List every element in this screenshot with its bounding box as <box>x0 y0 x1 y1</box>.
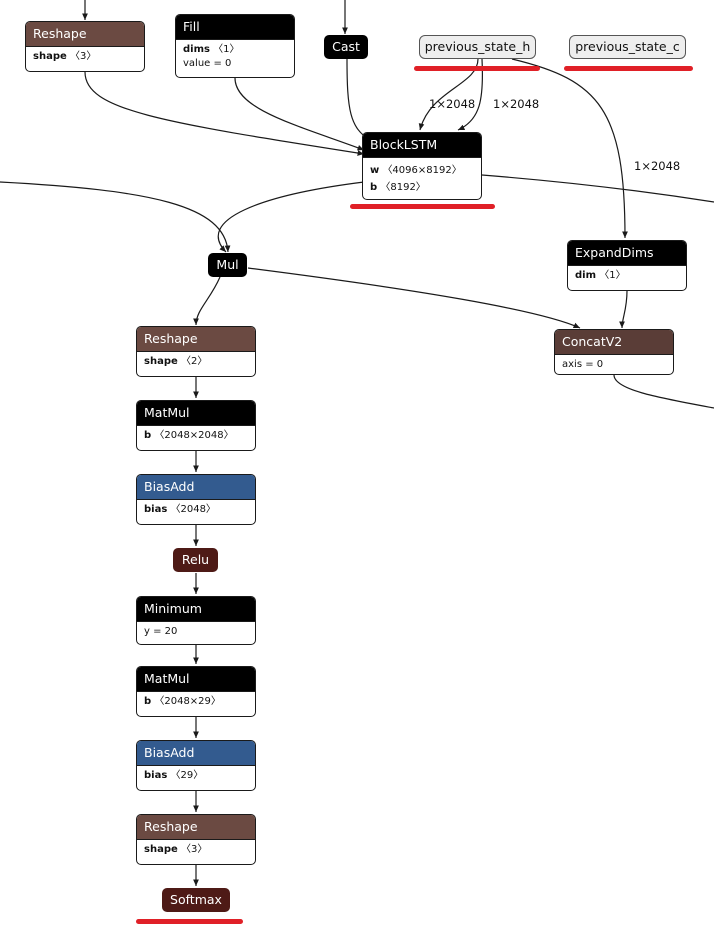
node-title: BlockLSTM <box>363 133 481 157</box>
node-title: Reshape <box>137 815 255 839</box>
reshape-node-2[interactable]: Reshape shape 〈3〉 <box>136 814 256 865</box>
node-attr: bias 〈29〉 <box>144 770 204 781</box>
node-title: BiasAdd <box>137 475 255 499</box>
matmul-node-2[interactable]: MatMul b 〈2048×29〉 <box>136 666 256 717</box>
blocklstm-node[interactable]: BlockLSTM w 〈4096×8192〉 b 〈8192〉 <box>362 132 482 200</box>
biasadd-node-1[interactable]: BiasAdd bias 〈2048〉 <box>136 474 256 525</box>
edge-concatv2-offscreen <box>613 374 714 409</box>
biasadd-node-2[interactable]: BiasAdd bias 〈29〉 <box>136 740 256 791</box>
node-attr: dims 〈1〉 <box>183 44 240 55</box>
matmul-node-1[interactable]: MatMul b 〈2048×2048〉 <box>136 400 256 451</box>
reshape-node-top[interactable]: Reshape shape 〈3〉 <box>25 21 145 72</box>
edge-label-c: 1×2048 <box>634 159 681 173</box>
edge-offscreen-to-mul <box>0 181 231 253</box>
highlight-previous-state-h <box>414 66 540 71</box>
node-attr: dim 〈1〉 <box>575 270 626 281</box>
edge-blocklstm-to-mul <box>217 181 365 253</box>
node-attr: y = 20 <box>144 626 178 637</box>
highlight-softmax <box>136 919 243 924</box>
node-title: ConcatV2 <box>555 330 673 354</box>
edge-reshape-to-blocklstm <box>84 71 365 156</box>
node-attr: w 〈4096×8192〉 <box>370 165 462 176</box>
node-attr: shape 〈3〉 <box>144 844 208 855</box>
node-attr: shape 〈2〉 <box>144 356 208 367</box>
highlight-previous-state-c <box>564 66 693 71</box>
concatv2-node[interactable]: ConcatV2 axis = 0 <box>554 329 674 375</box>
edge-label-h-b: 1×2048 <box>493 97 540 111</box>
edge-blocklstm-offscreen <box>481 174 714 203</box>
edge-expanddims-to-concatv2 <box>619 290 628 329</box>
node-attr: axis = 0 <box>562 359 604 370</box>
node-title: BiasAdd <box>137 741 255 765</box>
highlight-blocklstm <box>350 204 495 209</box>
edge-c-to-expanddims <box>511 58 628 239</box>
edge-mul-to-reshape <box>193 276 221 326</box>
edge-mul-to-concatv2 <box>247 267 581 329</box>
softmax-node[interactable]: Softmax <box>162 888 230 912</box>
node-title: Reshape <box>26 22 144 46</box>
node-attr: bias 〈2048〉 <box>144 504 216 515</box>
mul-node[interactable]: Mul <box>208 253 247 277</box>
node-attr: shape 〈3〉 <box>33 51 97 62</box>
previous-state-c-input[interactable]: previous_state_c <box>569 35 686 59</box>
relu-node[interactable]: Relu <box>173 548 218 572</box>
reshape-node-1[interactable]: Reshape shape 〈2〉 <box>136 326 256 377</box>
node-title: MatMul <box>137 401 255 425</box>
cast-node[interactable]: Cast <box>324 35 368 59</box>
edge-label-h-a: 1×2048 <box>429 97 476 111</box>
expanddims-node[interactable]: ExpandDims dim 〈1〉 <box>567 240 687 291</box>
node-title: MatMul <box>137 667 255 691</box>
node-title: ExpandDims <box>568 241 686 265</box>
node-attr: value = 0 <box>183 58 232 69</box>
previous-state-h-input[interactable]: previous_state_h <box>419 35 536 59</box>
node-attr: b 〈2048×29〉 <box>144 696 221 707</box>
node-attr: b 〈8192〉 <box>370 182 426 193</box>
edge-cast-to-blocklstm <box>346 58 371 141</box>
node-attr: b 〈2048×2048〉 <box>144 430 234 441</box>
fill-node[interactable]: Fill dims 〈1〉 value = 0 <box>175 14 295 78</box>
node-title: Fill <box>176 15 294 39</box>
minimum-node[interactable]: Minimum y = 20 <box>136 596 256 645</box>
node-title: Reshape <box>137 327 255 351</box>
node-title: Minimum <box>137 597 255 621</box>
edge-fill-to-blocklstm <box>234 77 365 151</box>
